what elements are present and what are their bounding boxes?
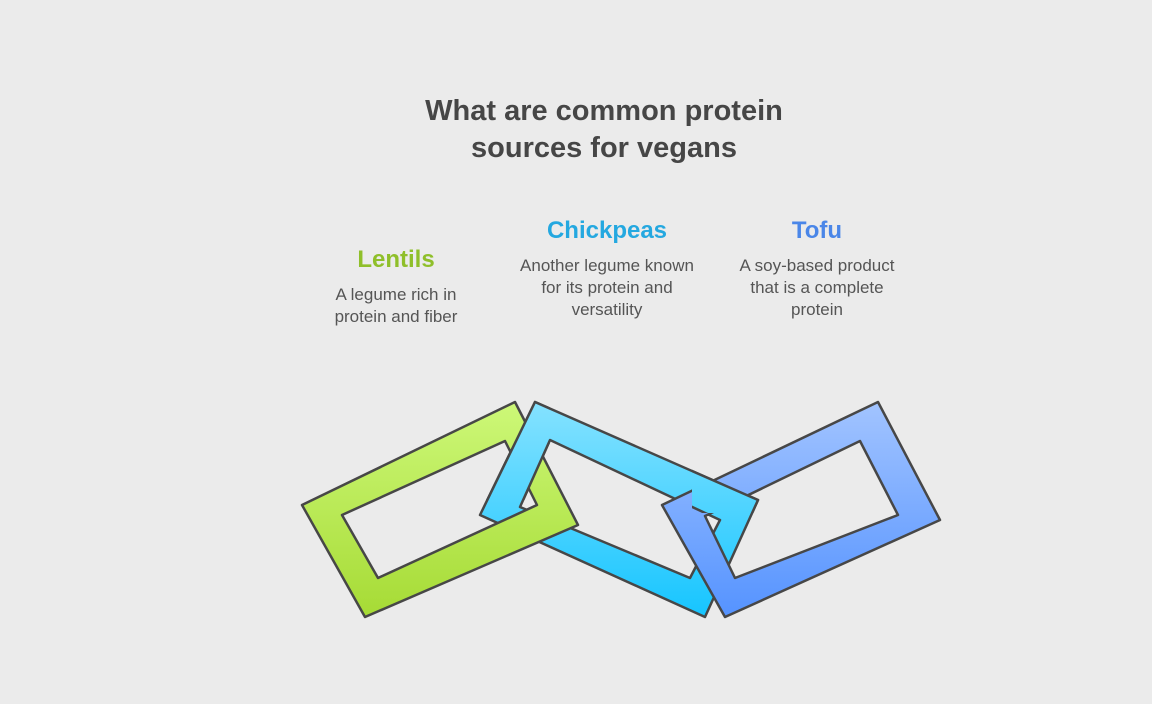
item-label: Lentils: [357, 246, 435, 273]
item-lentils: Lentils A legume rich in protein and fib…: [286, 246, 506, 328]
item-label: Tofu: [791, 217, 843, 244]
item-description: Another legume known for its protein and…: [520, 256, 694, 319]
item-chickpeas: Chickpeas Another legume known for its p…: [497, 217, 717, 321]
item-description: A soy-based product that is a complete p…: [739, 256, 895, 319]
tofu-link: [660, 400, 942, 619]
item-tofu: Tofu A soy-based product that is a compl…: [707, 217, 927, 321]
item-label: Chickpeas: [546, 217, 668, 244]
diagram-title: What are common protein sources for vega…: [354, 93, 854, 167]
title-line-1: What are common protein: [425, 95, 783, 127]
title-line-2: sources for vegans: [471, 132, 737, 164]
lentils-link: [300, 400, 580, 619]
item-description: A legume rich in protein and fiber: [334, 285, 458, 326]
